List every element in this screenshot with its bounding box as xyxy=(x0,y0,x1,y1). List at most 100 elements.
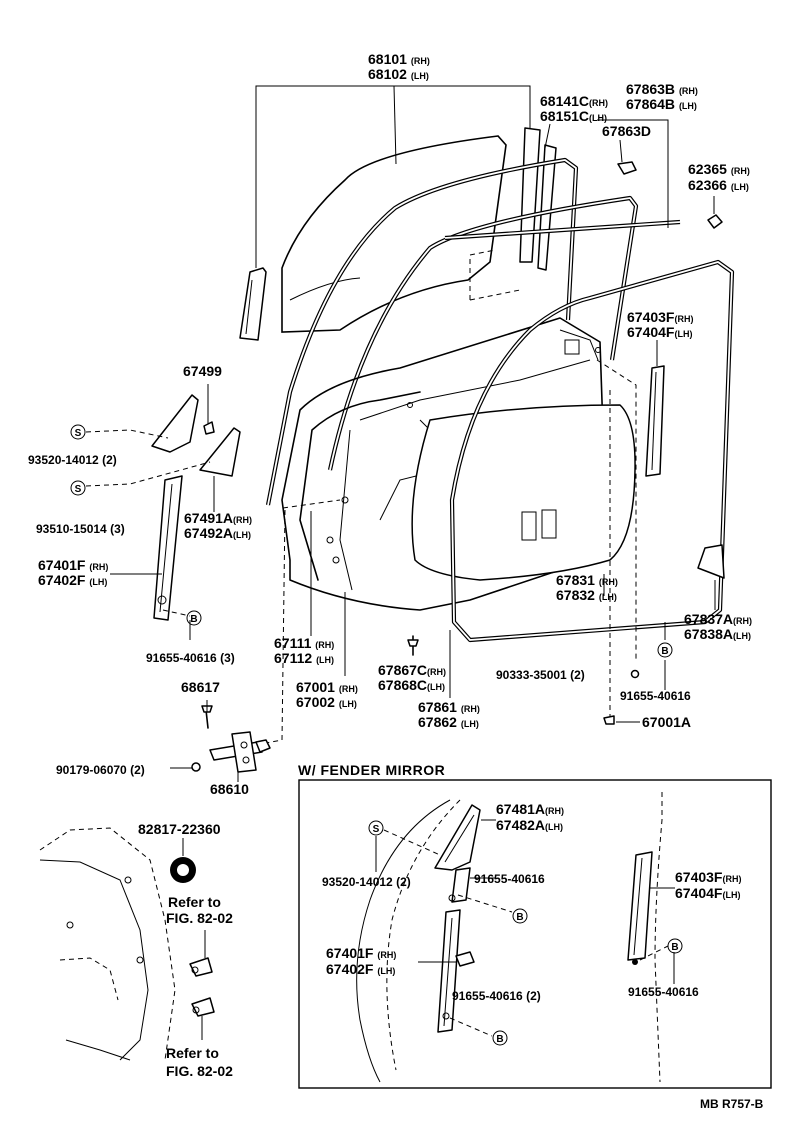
label-91655-single: 91655-40616 xyxy=(620,689,691,703)
screw-badge: S xyxy=(70,480,86,496)
bolt-badge: B xyxy=(492,1030,508,1046)
hinge-bolt xyxy=(191,762,201,772)
body-pillar-detail xyxy=(39,827,215,1061)
inset-drawing xyxy=(356,792,663,1083)
svg-text:68151C(LH): 68151C(LH) xyxy=(540,108,607,124)
svg-text:67831 (RH): 67831 (RH) xyxy=(556,572,618,588)
glass-front-piece xyxy=(239,267,267,341)
svg-text:67482A(LH): 67482A(LH) xyxy=(496,817,563,833)
svg-text:67837A(RH): 67837A(RH) xyxy=(684,611,752,627)
refer-to-text: Refer to xyxy=(166,1045,219,1061)
label-67401f: 67401F xyxy=(38,557,86,573)
label-67001a: 67001A xyxy=(642,714,691,730)
svg-text:67481A(RH): 67481A(RH) xyxy=(496,801,564,817)
glass-run-channel xyxy=(519,127,557,271)
svg-text:62366 (LH): 62366 (LH) xyxy=(688,177,749,193)
label-62366: 62366 xyxy=(688,177,727,193)
svg-text:67491A(RH): 67491A(RH) xyxy=(184,510,252,526)
bolt-badge: B xyxy=(667,938,683,954)
door-opening-seal xyxy=(449,259,735,643)
label-inset-67402f: 67402F xyxy=(326,961,374,977)
inset-frame xyxy=(298,779,772,1089)
label-67832: 67832 xyxy=(556,587,595,603)
svg-text:B: B xyxy=(516,912,523,923)
front-lower-channel xyxy=(151,394,199,621)
label-82817: 82817-22360 xyxy=(138,821,221,837)
door-frame-seal-outer xyxy=(265,157,579,506)
bolt-badge: B xyxy=(657,642,673,658)
label-inset-91655-2: 91655-40616 (2) xyxy=(452,989,541,1003)
channel-cover xyxy=(199,427,241,477)
svg-text:S: S xyxy=(75,428,82,439)
svg-text:B: B xyxy=(190,614,197,625)
label-67861: 67861 xyxy=(418,699,457,715)
clip-62365 xyxy=(707,214,723,229)
retainer-pin xyxy=(407,635,419,656)
label-67002: 67002 xyxy=(296,694,335,710)
label-inset-67403f: 67403F xyxy=(675,869,723,885)
clip-67863d xyxy=(617,161,637,175)
svg-text:S: S xyxy=(75,484,82,495)
svg-text:67112 (LH): 67112 (LH) xyxy=(274,650,334,666)
svg-text:S: S xyxy=(373,824,380,835)
svg-text:67403F(RH): 67403F(RH) xyxy=(675,869,741,885)
label-67868c: 67868C xyxy=(378,677,427,693)
label-68102: 68102 xyxy=(368,66,407,82)
label-67837a: 67837A xyxy=(684,611,733,627)
part-labels: 68101 (RH) 68102 (LH) 68141C(RH) 68151C(… xyxy=(28,51,752,797)
label-90333: 90333-35001 (2) xyxy=(496,668,585,682)
screw-badge: S xyxy=(368,820,384,836)
label-90179: 90179-06070 (2) xyxy=(56,763,145,777)
label-inset-91655-b: 91655-40616 xyxy=(628,985,699,999)
svg-text:67861 (RH): 67861 (RH) xyxy=(418,699,480,715)
label-62365: 62365 xyxy=(688,161,727,177)
label-67867c: 67867C xyxy=(378,662,427,678)
svg-text:67868C(LH): 67868C(LH) xyxy=(378,677,445,693)
inset-title: W/ FENDER MIRROR xyxy=(298,762,445,778)
svg-text:67864B (LH): 67864B (LH) xyxy=(626,96,697,112)
svg-text:62365 (RH): 62365 (RH) xyxy=(688,161,750,177)
bolt-badge: B xyxy=(512,908,528,924)
hole-plug xyxy=(630,669,640,679)
rear-lower-channel xyxy=(645,365,665,477)
diagram-code: MB R757-B xyxy=(700,1097,764,1111)
label-67111: 67111 xyxy=(274,635,312,651)
label-inset-91655-a: 91655-40616 xyxy=(474,872,545,886)
svg-text:67402F (LH): 67402F (LH) xyxy=(38,572,107,588)
svg-text:67404F(LH): 67404F(LH) xyxy=(627,324,692,340)
label-67862: 67862 xyxy=(418,714,457,730)
label-67838a: 67838A xyxy=(684,626,733,642)
label-68141c: 68141C xyxy=(540,93,589,109)
svg-text:67401F (RH): 67401F (RH) xyxy=(326,945,396,961)
label-67491a: 67491A xyxy=(184,510,233,526)
screw-badge: S xyxy=(70,424,86,440)
label-67482a: 67482A xyxy=(496,817,545,833)
label-inset-67404f: 67404F xyxy=(675,885,723,901)
label-67492a: 67492A xyxy=(184,525,233,541)
svg-text:67832 (LH): 67832 (LH) xyxy=(556,587,617,603)
svg-text:67404F(LH): 67404F(LH) xyxy=(675,885,740,901)
label-67112: 67112 xyxy=(274,650,312,666)
label-67863b: 67863B xyxy=(626,81,675,97)
fig-ref-text: FIG. 82-02 xyxy=(166,910,233,926)
label-67481a: 67481A xyxy=(496,801,545,817)
svg-text:67403F(RH): 67403F(RH) xyxy=(627,309,693,325)
label-93520: 93520-14012 (2) xyxy=(28,453,117,467)
svg-text:67001 (RH): 67001 (RH) xyxy=(296,679,358,695)
svg-text:67401F (RH): 67401F (RH) xyxy=(38,557,108,573)
svg-text:B: B xyxy=(671,942,678,953)
label-68617: 68617 xyxy=(181,679,220,695)
svg-text:67838A(LH): 67838A(LH) xyxy=(684,626,751,642)
label-91655-3: 91655-40616 (3) xyxy=(146,651,235,665)
label-67402f: 67402F xyxy=(38,572,86,588)
service-hole-cover xyxy=(411,404,636,581)
svg-text:B: B xyxy=(496,1034,503,1045)
label-inset-67401f: 67401F xyxy=(326,945,374,961)
plug-67001a-shape xyxy=(603,715,615,725)
label-67863d: 67863D xyxy=(602,123,651,139)
door-glass xyxy=(281,135,507,333)
svg-text:B: B xyxy=(661,646,668,657)
label-67864b: 67864B xyxy=(626,96,675,112)
bolt-badge: B xyxy=(186,610,202,626)
